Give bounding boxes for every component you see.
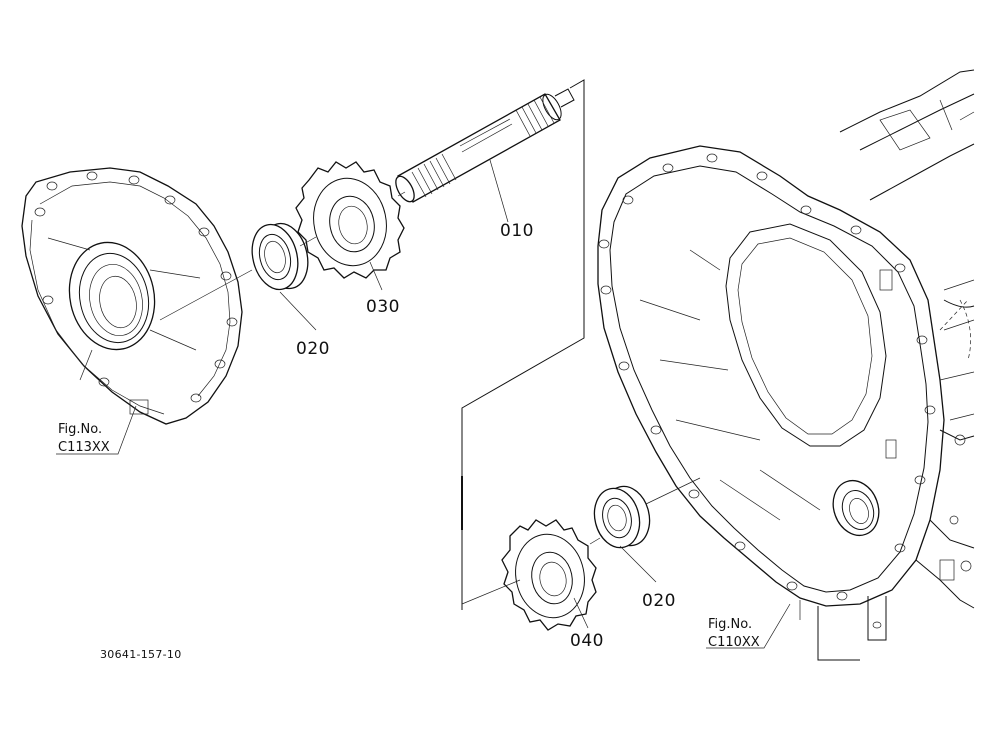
- upper-axis-lines: [159, 191, 406, 321]
- fig-ref-left-line1: Fig.No.: [58, 422, 102, 437]
- bearing-020-lower: [593, 485, 651, 549]
- part-label-020-upper: 020: [296, 339, 330, 359]
- leader-lines: [56, 159, 791, 649]
- right-transmission-housing: [597, 69, 975, 661]
- part-label-010: 010: [500, 221, 534, 241]
- shaft-010: [395, 88, 575, 203]
- part-label-040: 040: [570, 631, 604, 651]
- gear-040: [501, 519, 597, 631]
- bracket-lines: [461, 79, 585, 610]
- gear-030: [295, 161, 405, 279]
- drawing-code: 30641-157-10: [100, 648, 182, 661]
- fig-ref-right-line2: C110XX: [708, 635, 760, 650]
- fig-ref-left-line2: C113XX: [58, 440, 110, 455]
- bearing-020-upper: [251, 222, 309, 291]
- fig-ref-right-line1: Fig.No.: [708, 617, 752, 632]
- part-label-020-lower: 020: [642, 591, 676, 611]
- lower-axis-lines: [461, 477, 701, 605]
- part-label-030: 030: [366, 297, 400, 317]
- left-housing-cover: [21, 167, 243, 425]
